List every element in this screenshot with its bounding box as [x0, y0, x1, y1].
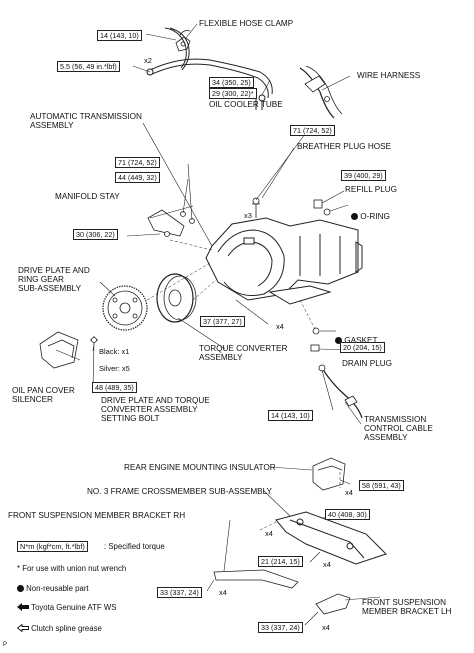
label-drive-plate: DRIVE PLATE AND RING GEAR SUB-ASSEMBLY: [18, 266, 90, 293]
label-breather-plug-hose: BREATHER PLUG HOSE: [297, 142, 392, 151]
qty-black: Black: x1: [99, 347, 130, 356]
transmission-body: [205, 217, 363, 305]
control-cable-part: [318, 364, 363, 419]
label-flexible-hose-clamp: FLEXIBLE HOSE CLAMP: [199, 19, 294, 28]
corner-mark: P: [3, 642, 8, 648]
non-reusable-icon: [351, 213, 358, 220]
torque-rear-mount: 58 (591, 43): [359, 480, 404, 491]
torque-cooler-b: 29 (300, 22)*: [209, 88, 257, 99]
legend-grease: Clutch spline grease: [16, 623, 102, 634]
label-transmission-control-cable: TRANSMISSION CONTROL CABLE ASSEMBLY: [364, 415, 433, 442]
qty-cross-right: x4: [323, 560, 331, 569]
label-drain-plug: DRAIN PLUG: [342, 359, 393, 368]
rear-mount-part: [312, 457, 346, 491]
torque-refill: 39 (400, 29): [341, 170, 386, 181]
label-refill-plug: REFILL PLUG: [345, 185, 398, 194]
label-rear-engine-mounting: REAR ENGINE MOUNTING INSULATOR: [124, 463, 276, 472]
torque-union: 5.5 (56, 49 in.*lbf): [57, 61, 120, 72]
torque-hose-clamp: 14 (143, 10): [97, 30, 142, 41]
non-reusable-icon: [335, 337, 342, 344]
torque-drain: 20 (204, 15): [340, 342, 385, 353]
label-torque-converter: TORQUE CONVERTER ASSEMBLY: [199, 344, 288, 362]
legend-non-reusable-text: Non-reusable part: [26, 584, 89, 593]
torque-cooler-a: 34 (350, 25): [209, 77, 254, 88]
legend-non-reusable: Non-reusable part: [17, 584, 89, 594]
torque-cross-a: 40 (408, 30): [325, 509, 370, 520]
torque-setting-bolt: 48 (489, 35): [92, 382, 137, 393]
manifold-stay-part: [147, 209, 195, 237]
bracket-lh-part: [315, 593, 351, 615]
legend-atf: Toyota Genuine ATF WS: [17, 603, 116, 613]
label-gasket: GASKET: [335, 327, 378, 345]
torque-stay-c: 30 (306, 22): [73, 229, 118, 240]
setting-bolt-part: [90, 336, 98, 344]
torque-breather: 71 (724, 52): [290, 125, 335, 136]
label-crossmember: NO. 3 FRAME CROSSMEMBER SUB-ASSEMBLY: [87, 487, 273, 496]
torque-bracket-rh: 33 (337, 24): [157, 587, 202, 598]
qty-rh: x4: [219, 588, 227, 597]
oil-pan-silencer-part: [39, 331, 79, 369]
label-bracket-rh: FRONT SUSPENSION MEMBER BRACKET RH: [8, 511, 186, 520]
non-reusable-icon: [17, 585, 24, 592]
breather-plug-part: [252, 197, 260, 218]
label-gasket-text: GASKET: [344, 336, 378, 345]
label-oil-pan-cover: OIL PAN COVER SILENCER: [12, 386, 75, 404]
alignment-lines: [146, 239, 341, 531]
grease-arrow-icon: [16, 623, 29, 633]
qty-breather: x3: [244, 211, 252, 220]
torque-converter-part: [156, 273, 197, 323]
label-o-ring: O-RING: [351, 203, 390, 221]
torque-housing: 37 (377, 27): [200, 316, 245, 327]
legend-grease-text: Clutch spline grease: [31, 624, 102, 633]
label-bracket-lh: FRONT SUSPENSION MEMBER BRACKET LH: [362, 598, 452, 616]
atf-arrow-icon: [17, 603, 29, 611]
legend-atf-text: Toyota Genuine ATF WS: [31, 603, 117, 612]
legend-torque-desc: : Specified torque: [104, 542, 165, 551]
label-manifold-stay: MANIFOLD STAY: [55, 192, 120, 201]
refill-plug-part: [313, 199, 331, 216]
label-setting-bolt: DRIVE PLATE AND TORQUE CONVERTER ASSEMBL…: [101, 396, 210, 423]
bracket-rh-part: [213, 569, 299, 589]
crossmember-part: [275, 511, 387, 565]
legend-union-note: * For use with union nut wrench: [17, 564, 127, 573]
qty-silver: Silver: x5: [99, 364, 130, 373]
label-oil-cooler-tube: OIL COOLER TUBE: [209, 100, 283, 109]
torque-cable: 14 (143, 10): [268, 410, 313, 421]
torque-bracket-lh: 33 (337, 24): [258, 622, 303, 633]
label-wire-harness: WIRE HARNESS: [357, 71, 421, 80]
qty-rear-mount: x4: [345, 488, 353, 497]
drive-plate-part: [102, 285, 148, 331]
torque-stay-b: 44 (449, 32): [115, 172, 160, 183]
label-o-ring-text: O-RING: [360, 212, 390, 221]
legend-torque-box: N*m (kgf*cm, ft.*lbf): [17, 541, 88, 552]
drain-plug-part: [310, 327, 320, 352]
qty-lh: x4: [322, 623, 330, 632]
qty-cross-left: x4: [265, 529, 273, 538]
torque-cross-b: 21 (214, 15): [258, 556, 303, 567]
qty-hose: x2: [144, 56, 152, 65]
wire-harness-part: [299, 65, 343, 119]
label-automatic-transmission: AUTOMATIC TRANSMISSION ASSEMBLY: [30, 112, 142, 130]
qty-housing: x4: [276, 322, 284, 331]
torque-stay-a: 71 (724, 52): [115, 157, 160, 168]
